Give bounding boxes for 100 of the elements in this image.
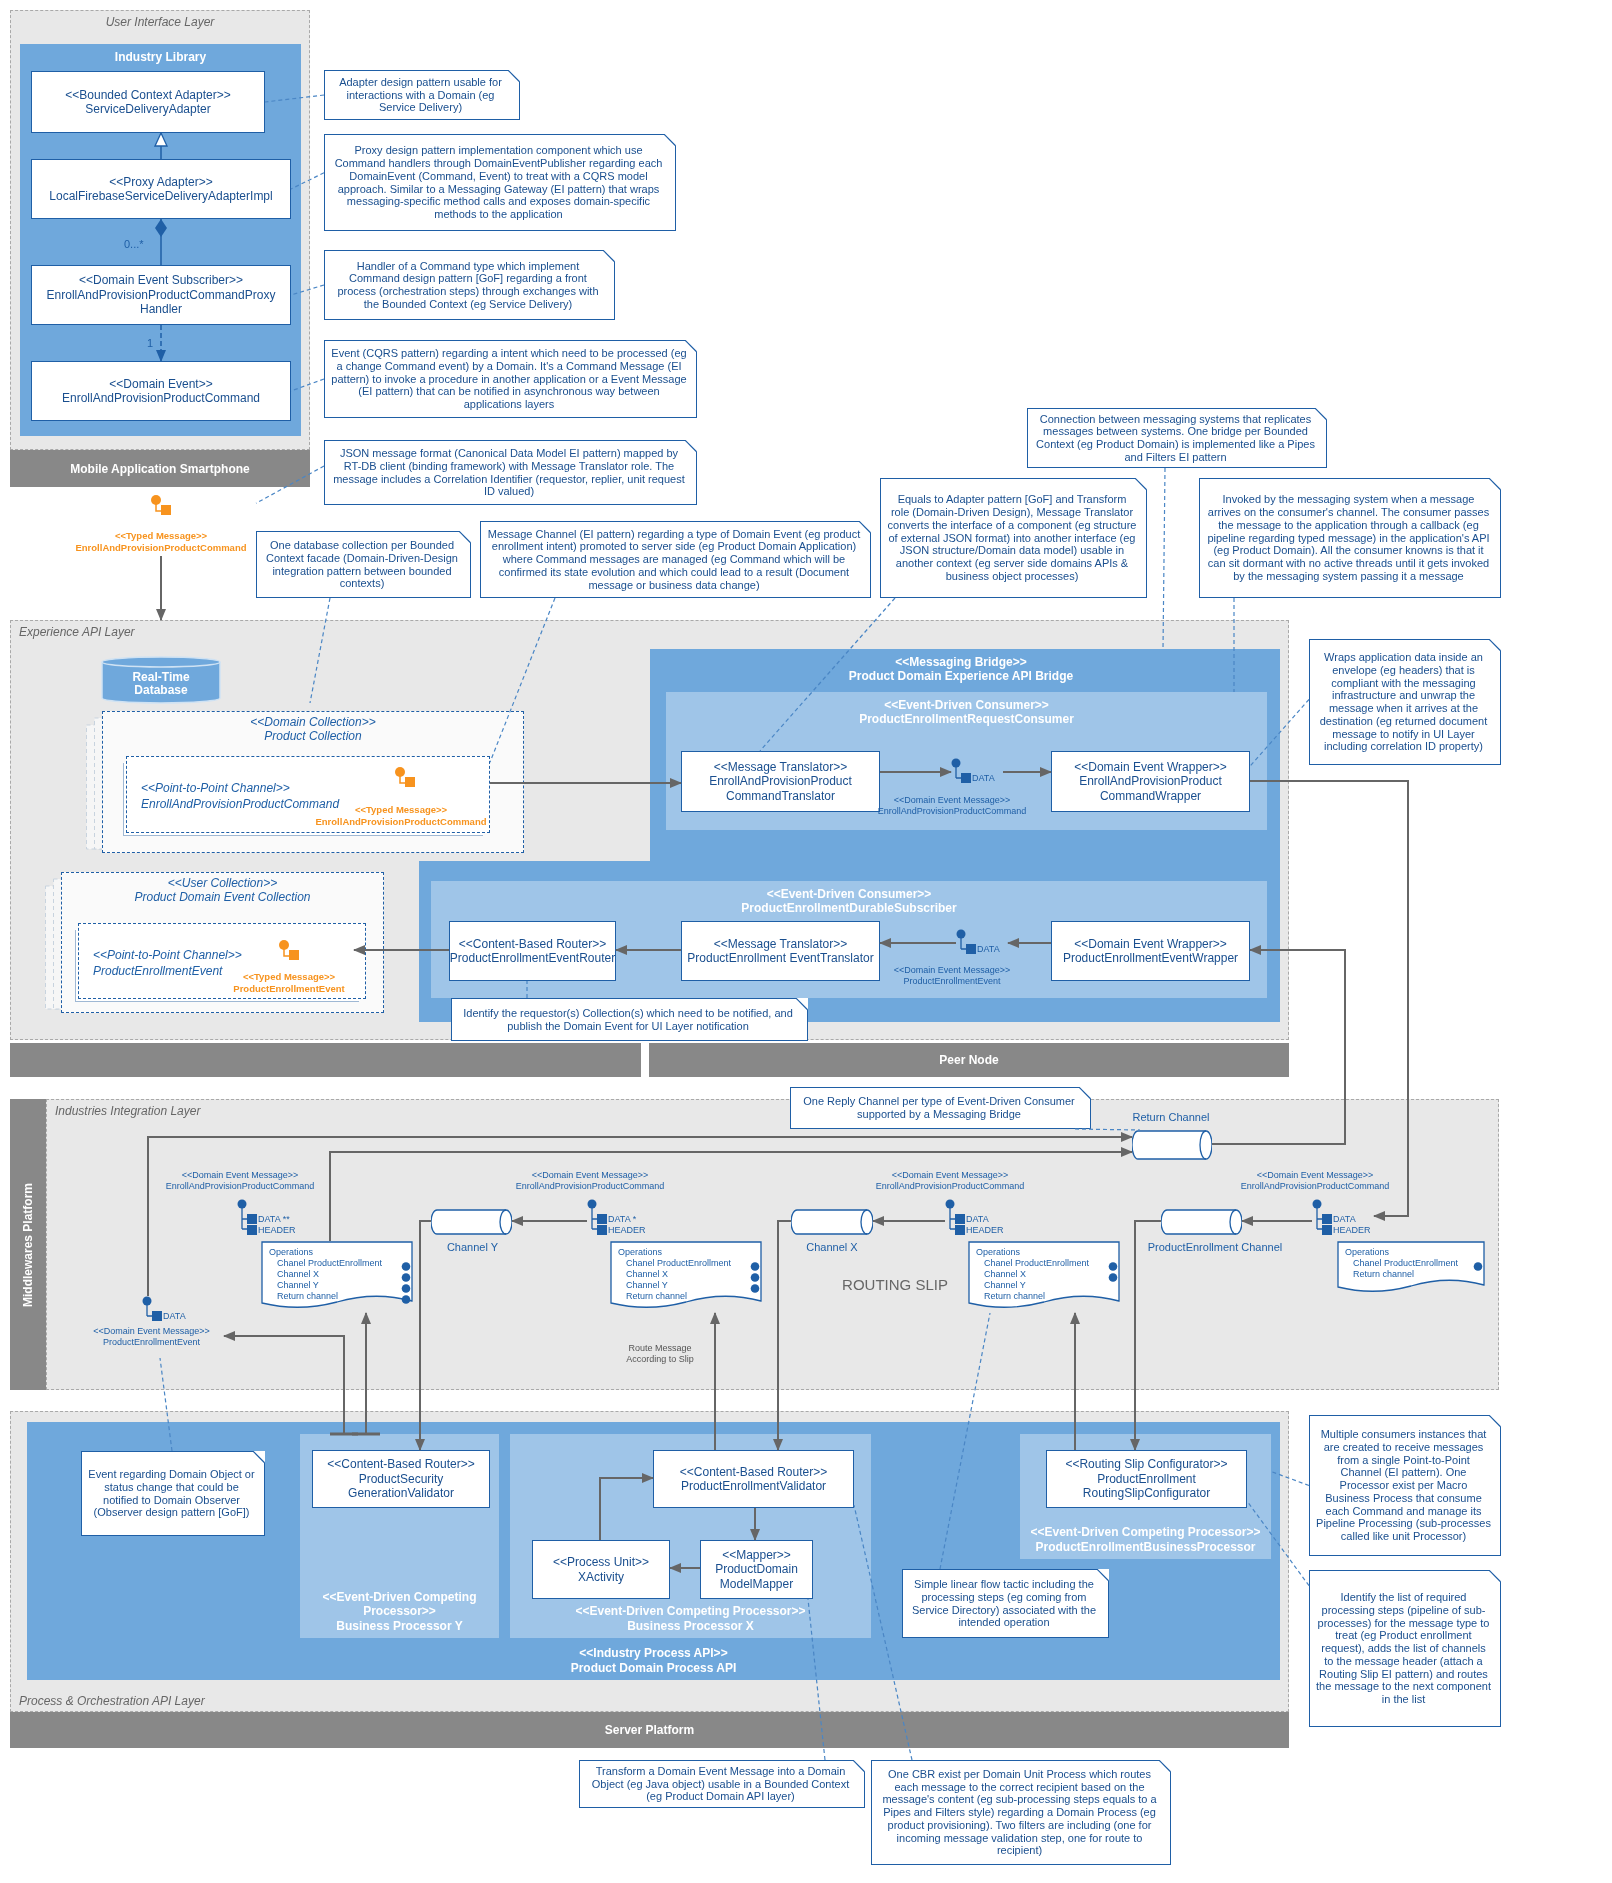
container-region [27,1422,1280,1680]
leader-line [290,172,325,190]
platform-label: Mobile Application Smartphone [70,461,250,476]
data-label: DATA [163,1311,186,1322]
arrow [750,1507,760,1541]
stereotype-label: <<Domain Event Subscriber>> [78,273,244,288]
arrow [669,1563,701,1573]
stereotype-label: <<Content-Based Router>> [458,936,607,951]
channel-item: Chanel ProductEnrollment [626,1258,732,1269]
region-title: Business Processor Y [335,1618,464,1633]
message-label: EnrollAndProvisionProductCommand [1239,1180,1391,1192]
message-label: EnrollAndProvisionProductCommand [876,805,1028,817]
leader-line [264,94,325,103]
data-label: DATA [977,944,1000,955]
region-title: <<Event-Driven Consumer>> [883,698,1050,713]
channel-item: Return channel [1353,1269,1415,1280]
channel-item: Channel Y [984,1280,1026,1291]
data-label: DATA [972,773,995,784]
database-label: Real-Time Database [131,670,191,698]
consumer-region [1020,1434,1271,1559]
leader-line [255,465,325,504]
arrow [329,1147,1133,1242]
collection-title: Product Domain Event Collection [133,890,312,905]
channel-item: Channel X [626,1269,669,1280]
note-text: One CBR exist per Domain Unit Process which routes each message to the correct recipient based on the message's content (eg sub-processing steps equals to a Pipes and Filters style) regarding a Domain Process (eg product provisioning). Two filters are including (one for incoming message validation step, one for route to recipient) [881,1767,1158,1858]
component-box [31,159,291,219]
channel-title: EnrollAndProvisionProductCommand [141,796,340,813]
typed-message-label: ProductEnrollmentEvent [232,983,346,995]
component-name: ProductDomain ModelMapper [714,1562,799,1592]
data-label: HEADER [608,1225,646,1236]
message-label: EnrollAndProvisionProductCommand [164,1180,316,1192]
platform-bar [10,1099,46,1390]
typed-message-label: EnrollAndProvisionProductCommand [314,816,488,828]
note [81,1451,265,1536]
stereotype-label: <<Mapper>> [722,1547,791,1563]
note-text: Equals to Adapter pattern [GoF] and Transform role (Domain-Driven Design), Message Translator converts the interface of a component (eg structure of external JSON format) into another interface (eg JSON structure/Domain data model) usable in another context (eg server side domains APIs & business object processes) [887,493,1137,583]
channel-item: Channel Y [626,1280,668,1291]
layer-title: User Interface Layer [104,15,216,29]
leader-line [526,980,528,999]
channel-item: Return channel [984,1291,1046,1302]
note [790,1087,1091,1129]
leader-line [807,1598,826,1761]
channel-title: ProductEnrollmentEvent [93,963,224,980]
channel-item: Channel Y [277,1280,319,1291]
stereotype-label: <<Domain Event Wrapper>> [1074,759,1227,775]
routing-slip-label: ROUTING SLIP [841,1276,949,1293]
platform-bar [10,1043,641,1077]
note-text: Proxy design pattern implementation component which use Command handlers through DomainEventPublisher regarding each DomainEvent (Command, Event) to treat with a CQRS model approach. Similar to a Messaging Gateway (EI pattern) that wraps messaging-specific method calls and exposes domain-specific methods to the application [333,144,664,221]
component-box [700,1540,813,1599]
collection-title: Product Collection [263,729,363,744]
region-title: Industry Library [113,50,208,65]
channel-box [126,756,490,833]
arrow [489,778,682,788]
consumer-region [666,692,1267,830]
annotation-text: Route Message According to Slip [625,1343,695,1365]
note-text: Identify the list of required processing steps (pipeline of sub-processes) for the message type to treat (eg Product enrollment request), adds the list of channels to the message header (attach a Routing Slip EI pattern) and routes the message to the next component in the list [1316,1591,1491,1706]
message-label: <<Domain Event Message>> [890,1170,1010,1181]
consumer-region [300,1434,499,1638]
component-name: LocalFirebaseServiceDeliveryAdapterImpl [49,189,273,204]
note-text: Event (CQRS pattern) regarding a intent which need to be processed (eg a change Command event) by a Domain. It's a Command Message (EI pattern) to invoke a procedure in another application or a Event Message (EI pattern) that can be notified in asynchronous way between applications layers [331,347,687,411]
note [1309,639,1501,765]
component-box [681,921,880,981]
arrow [154,132,168,160]
stereotype-label: <<Message Translator>> [713,759,848,775]
component-name: EnrollAndProvisionProductCommand [61,391,261,406]
message-label: <<Domain Event Message>> [892,795,1012,806]
platform-label: Middlewares Platform [21,1182,35,1307]
layer-title: Experience API Layer [19,625,135,639]
arrow [615,945,682,955]
message-label: Channel X [805,1240,859,1255]
arrow [223,1331,360,1436]
leader-line [1233,597,1235,693]
layer-panel [46,1099,1499,1390]
leader-line [489,597,556,763]
leader-line [309,597,331,704]
composition-connector [155,218,167,266]
leader-line [939,1312,991,1570]
typed-message-label: EnrollAndProvisionProductCommand [74,542,248,554]
component-box [31,361,291,421]
leader-line [759,597,896,752]
component-name: ServiceDeliveryAdapter [85,102,211,117]
platform-label: Server Platform [604,1723,695,1737]
arrow [1249,780,1409,1221]
arrow [415,1220,432,1451]
collection-title: <<Domain Collection>> [249,715,377,730]
note-text: JSON message format (Canonical Data Model EI pattern) mapped by RT-DB client (binding framework) with Message Translator role. The message includes a Correlation Identifier (requestor, replier, unit request ID valued) [332,447,686,498]
arrow [879,767,952,777]
region-title: <<Industry Process API>> [578,1646,729,1661]
component-name: EnrollAndProvisionProduct CommandWrapper [1078,774,1223,804]
message-label: <<Domain Event Message>> [180,1170,300,1181]
channel-item: Channel X [277,1269,320,1280]
component-box [1051,921,1250,981]
note-text: Event regarding Domain Object or status change that could be notified to Domain Observer (Observer design pattern [GoF]) [88,1468,255,1519]
channel-box [78,923,366,999]
note-text: Transform a Domain Event Message into a Domain Object (eg Java object) usable in a Bounded Context (eg Product Domain API layer) [590,1764,851,1804]
channel-item: Chanel ProductEnrollment [984,1258,1090,1269]
message-label: ProductEnrollmentEvent [101,1337,202,1348]
region-title: ProductEnrollmentRequestConsumer [858,712,1075,727]
region-title: ProductEnrollmentBusinessProcessor [1034,1539,1257,1554]
region-title: <<Messaging Bridge>> [894,655,1028,670]
